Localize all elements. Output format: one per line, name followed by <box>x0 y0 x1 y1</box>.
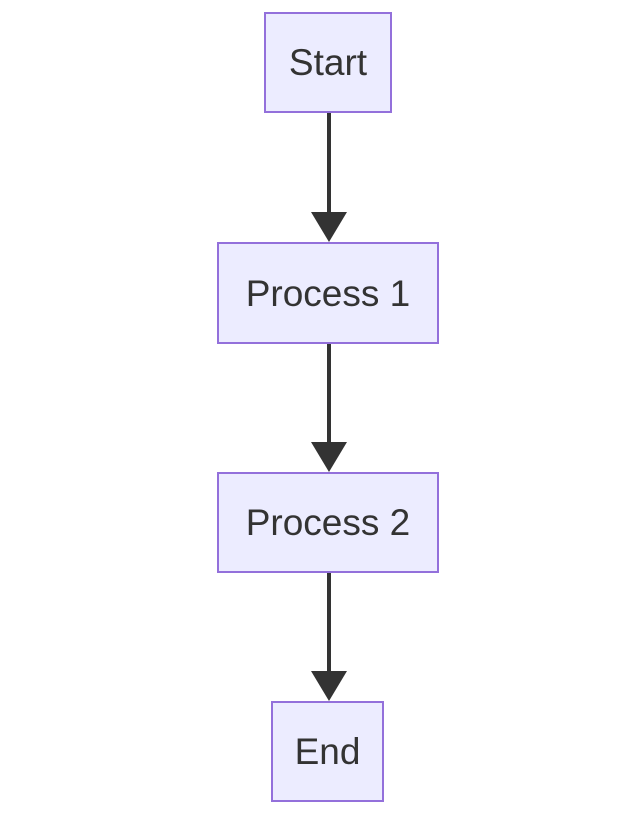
arrowhead-down-icon <box>311 212 347 242</box>
node-end: End <box>271 701 384 802</box>
arrowhead-down-icon <box>311 442 347 472</box>
arrowhead-down-icon <box>311 671 347 701</box>
edge-line <box>327 113 331 214</box>
node-process2: Process 2 <box>217 472 439 573</box>
node-process2-label: Process 2 <box>245 502 411 543</box>
node-process1: Process 1 <box>217 242 439 344</box>
node-start-label: Start <box>288 42 368 83</box>
edge-line <box>327 344 331 444</box>
node-start: Start <box>264 12 392 113</box>
node-process1-label: Process 1 <box>245 272 411 314</box>
edge-line <box>327 573 331 673</box>
node-end-label: End <box>294 731 361 772</box>
